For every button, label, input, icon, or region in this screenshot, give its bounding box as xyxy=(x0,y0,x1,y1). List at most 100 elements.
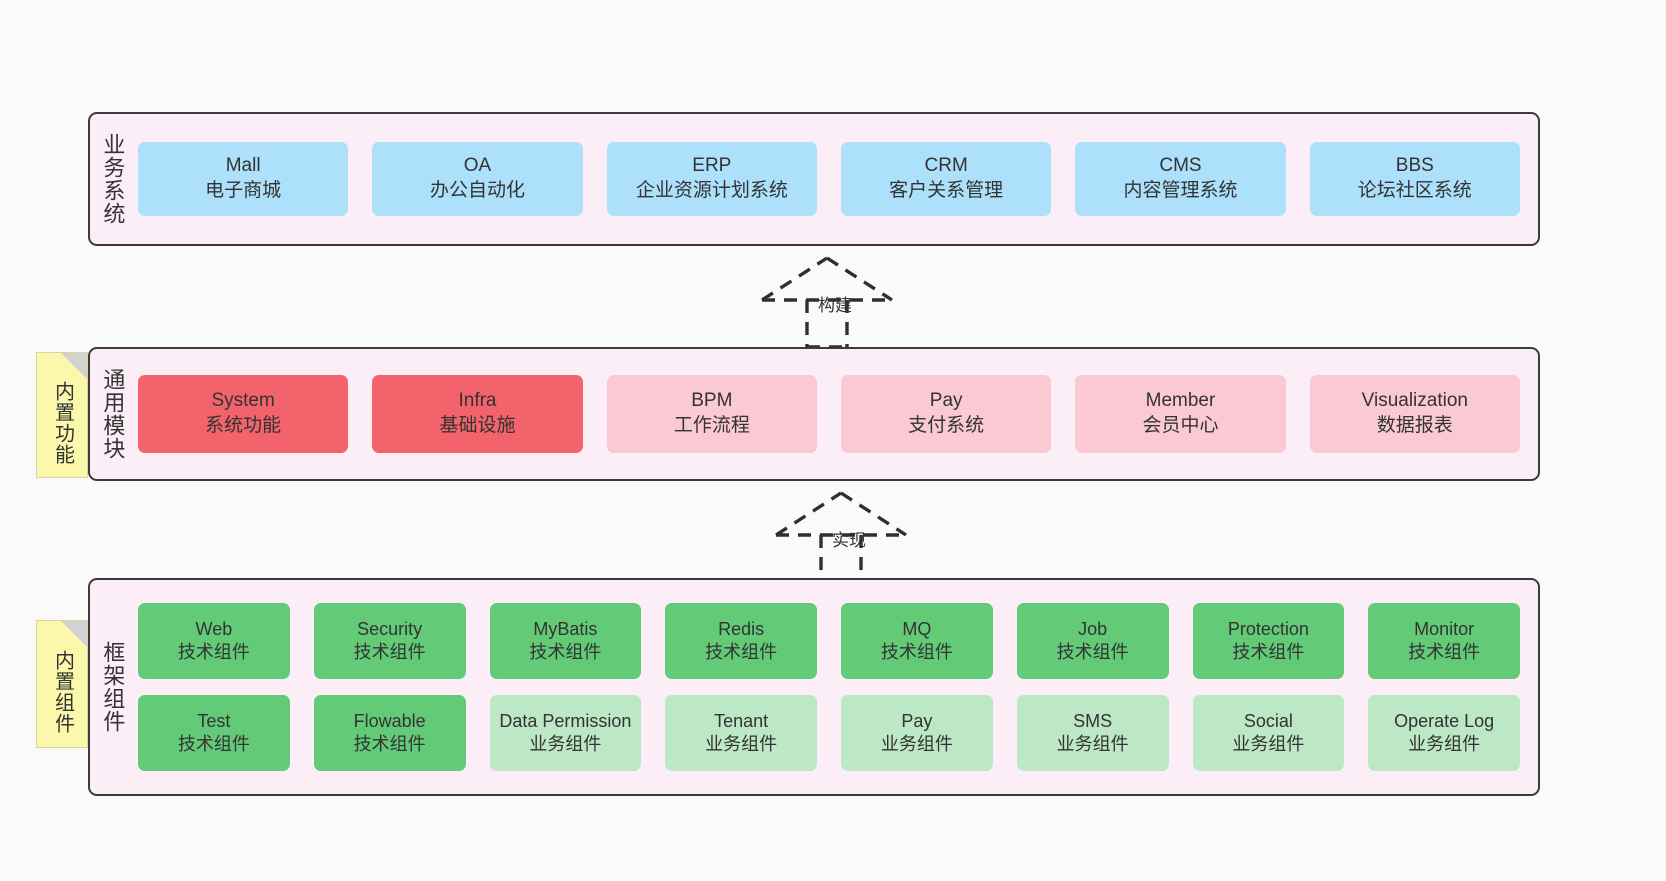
card-title-cn: 技术组件 xyxy=(880,642,953,662)
card-erp[interactable]: ERP 企业资源计划系统 xyxy=(606,142,817,216)
card-crm[interactable]: CRM 客户关系管理 xyxy=(840,142,1052,216)
card-title-en: BBS xyxy=(1395,155,1434,177)
card-title-cn: 技术组件 xyxy=(705,642,778,662)
card-system[interactable]: System 系统功能 xyxy=(138,375,349,453)
card-data-permission[interactable]: Data Permission 业务组件 xyxy=(489,695,642,771)
card-title-en: BPM xyxy=(691,390,733,412)
card-job[interactable]: Job 技术组件 xyxy=(1016,603,1169,679)
card-title-en: CRM xyxy=(924,155,968,177)
card-mq[interactable]: MQ 技术组件 xyxy=(841,603,993,679)
card-test[interactable]: Test 技术组件 xyxy=(138,695,290,771)
card-tenant[interactable]: Tenant 业务组件 xyxy=(665,695,817,771)
card-operate-log[interactable]: Operate Log 业务组件 xyxy=(1368,695,1520,771)
card-title-cn: 基础设施 xyxy=(439,415,516,436)
layer-title-framework: 框架组件 xyxy=(100,641,126,733)
card-pay-module[interactable]: Pay 支付系统 xyxy=(840,375,1052,453)
layer-body-business: Mall 电子商城 OA 办公自动化 ERP 企业资源计划系统 CRM 客户关系… xyxy=(134,114,1538,244)
card-title-en: Infra xyxy=(458,390,497,412)
card-visualization[interactable]: Visualization 数据报表 xyxy=(1309,375,1520,453)
card-title-en: Pay xyxy=(929,390,963,412)
card-title-en: Data Permission xyxy=(499,710,632,731)
layer-title-common: 通用模块 xyxy=(100,368,126,460)
card-title-cn: 内容管理系统 xyxy=(1123,180,1238,201)
card-title-en: Test xyxy=(197,710,231,731)
card-title-en: Web xyxy=(195,618,233,639)
connector-build-arrow: 构建 xyxy=(752,252,932,352)
card-title-en: Redis xyxy=(718,618,765,639)
card-oa[interactable]: OA 办公自动化 xyxy=(372,142,583,216)
connector-label-build: 构建 xyxy=(818,296,852,315)
card-title-cn: 客户关系管理 xyxy=(889,180,1004,201)
card-title-en: Protection xyxy=(1227,618,1309,639)
business-card-row: Mall 电子商城 OA 办公自动化 ERP 企业资源计划系统 CRM 客户关系… xyxy=(138,142,1520,216)
card-title-en: Visualization xyxy=(1361,390,1468,412)
card-title-cn: 论坛社区系统 xyxy=(1357,180,1472,201)
card-title-en: Operate Log xyxy=(1394,710,1495,731)
layer-common-modules: 通用模块 System 系统功能 Infra 基础设施 BPM 工作流程 Pay… xyxy=(88,347,1540,481)
card-title-cn: 技术组件 xyxy=(529,642,602,662)
layer-body-common: System 系统功能 Infra 基础设施 BPM 工作流程 Pay 支付系统… xyxy=(134,349,1538,479)
card-security[interactable]: Security 技术组件 xyxy=(313,603,466,679)
card-cms[interactable]: CMS 内容管理系统 xyxy=(1075,142,1286,216)
card-title-en: MQ xyxy=(902,618,932,639)
card-title-cn: 业务组件 xyxy=(880,734,953,754)
card-title-en: OA xyxy=(463,155,492,177)
arrowhead-right-edge xyxy=(840,491,907,537)
note-builtin-components: 内置组件 xyxy=(36,620,88,748)
card-infra[interactable]: Infra 基础设施 xyxy=(372,375,583,453)
card-mall[interactable]: Mall 电子商城 xyxy=(138,142,349,216)
card-title-cn: 技术组件 xyxy=(1232,642,1305,662)
card-title-en: Flowable xyxy=(353,710,426,731)
card-title-cn: 技术组件 xyxy=(1408,642,1481,662)
card-title-cn: 企业资源计划系统 xyxy=(635,180,788,201)
card-title-en: Security xyxy=(357,618,423,639)
card-title-cn: 业务组件 xyxy=(529,734,602,754)
card-flowable[interactable]: Flowable 技术组件 xyxy=(313,695,466,771)
framework-card-row-1: Web 技术组件 Security 技术组件 MyBatis 技术组件 Redi… xyxy=(138,603,1520,679)
layer-title-business: 业务系统 xyxy=(100,133,126,225)
card-title-cn: 系统功能 xyxy=(205,415,282,436)
card-title-cn: 技术组件 xyxy=(353,642,426,662)
card-mybatis[interactable]: MyBatis 技术组件 xyxy=(489,603,642,679)
common-card-row: System 系统功能 Infra 基础设施 BPM 工作流程 Pay 支付系统… xyxy=(138,375,1520,453)
card-title-en: Tenant xyxy=(714,710,769,731)
card-title-cn: 支付系统 xyxy=(908,415,985,436)
arrowhead-right-edge xyxy=(826,256,893,302)
card-title-cn: 业务组件 xyxy=(1056,734,1129,754)
card-title-cn: 业务组件 xyxy=(1408,734,1481,754)
card-pay-component[interactable]: Pay 业务组件 xyxy=(841,695,993,771)
card-title-cn: 技术组件 xyxy=(353,734,426,754)
card-redis[interactable]: Redis 技术组件 xyxy=(665,603,817,679)
card-title-en: System xyxy=(211,390,275,412)
framework-card-row-2: Test 技术组件 Flowable 技术组件 Data Permission … xyxy=(138,695,1520,771)
card-social[interactable]: Social 业务组件 xyxy=(1192,695,1345,771)
card-title-en: Pay xyxy=(901,710,933,731)
arrowhead-left-edge xyxy=(775,491,842,537)
card-title-cn: 会员中心 xyxy=(1142,415,1219,436)
card-protection[interactable]: Protection 技术组件 xyxy=(1192,603,1345,679)
card-bpm[interactable]: BPM 工作流程 xyxy=(606,375,817,453)
connector-implement-arrow: 实现 xyxy=(766,487,946,587)
connector-label-implement: 实现 xyxy=(832,531,866,550)
layer-framework-components: 框架组件 Web 技术组件 Security 技术组件 MyBatis 技术组件… xyxy=(88,578,1540,796)
card-title-en: Job xyxy=(1078,618,1108,639)
card-bbs[interactable]: BBS 论坛社区系统 xyxy=(1309,142,1520,216)
card-monitor[interactable]: Monitor 技术组件 xyxy=(1368,603,1520,679)
card-title-en: MyBatis xyxy=(533,618,598,639)
card-title-cn: 办公自动化 xyxy=(429,180,525,201)
note-builtin-features: 内置功能 xyxy=(36,352,88,478)
arrowhead-left-edge xyxy=(761,256,828,302)
card-title-cn: 工作流程 xyxy=(673,415,750,436)
layer-body-framework: Web 技术组件 Security 技术组件 MyBatis 技术组件 Redi… xyxy=(134,580,1538,794)
card-sms[interactable]: SMS 业务组件 xyxy=(1016,695,1169,771)
card-title-cn: 业务组件 xyxy=(705,734,778,754)
card-title-en: Member xyxy=(1145,390,1216,412)
card-title-cn: 技术组件 xyxy=(177,734,250,754)
card-title-en: SMS xyxy=(1073,710,1113,731)
card-title-cn: 电子商城 xyxy=(205,180,282,201)
card-title-en: Mall xyxy=(225,155,261,177)
card-member[interactable]: Member 会员中心 xyxy=(1075,375,1286,453)
card-title-en: Monitor xyxy=(1414,618,1475,639)
card-web[interactable]: Web 技术组件 xyxy=(138,603,290,679)
card-title-en: CMS xyxy=(1159,155,1202,177)
